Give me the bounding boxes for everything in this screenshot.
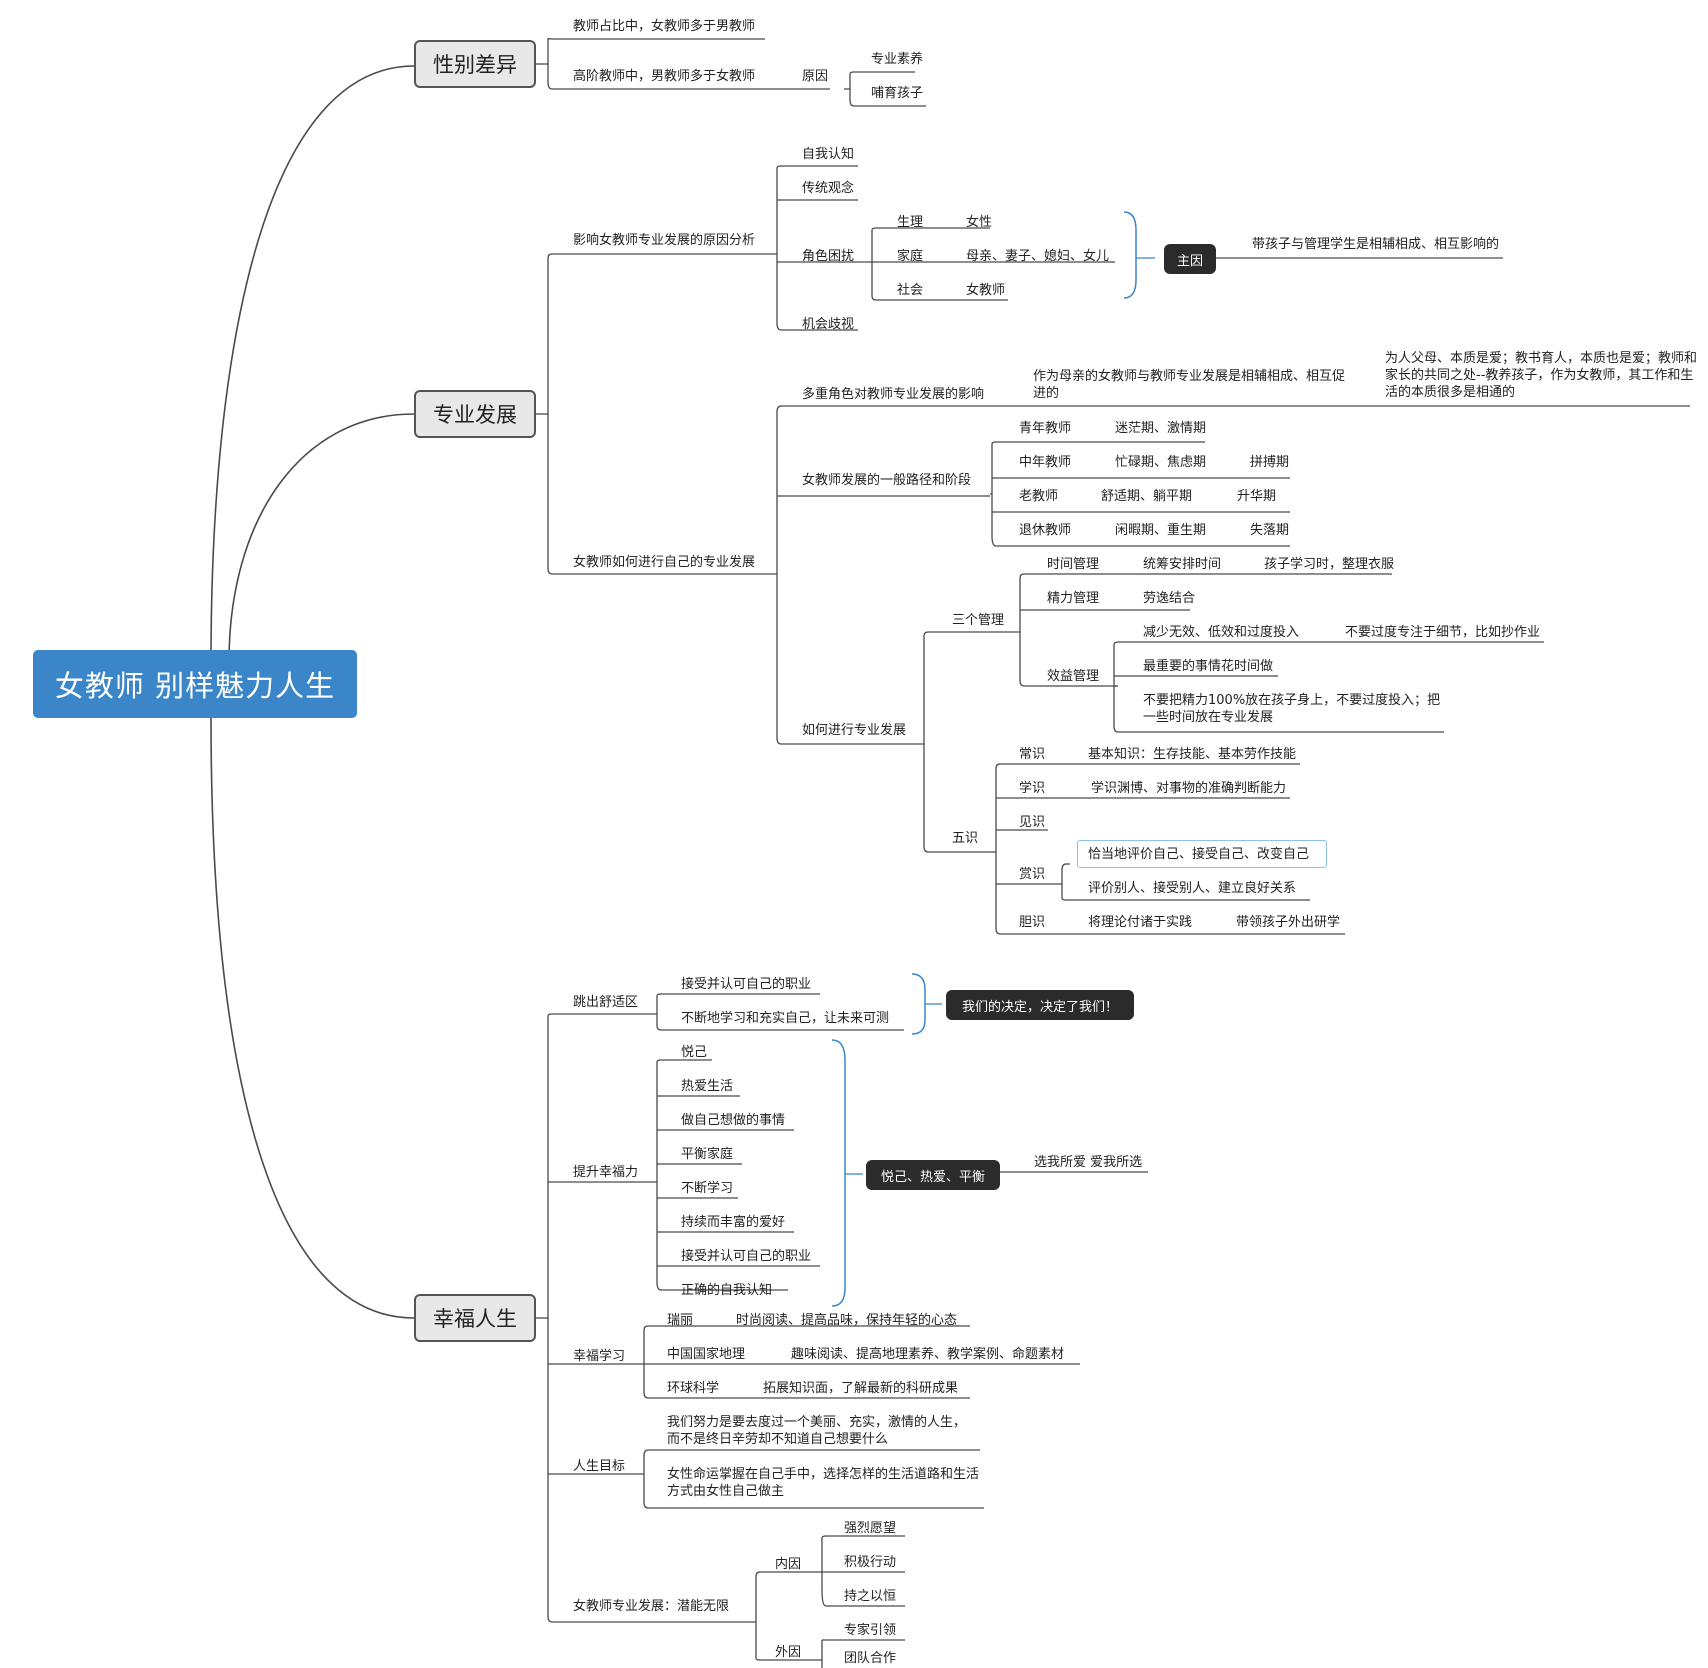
node-main-cause-note[interactable]: 带孩子与管理学生是相辅相成、相互影响的 (1252, 237, 1500, 252)
summary-tag[interactable]: 悦己、热爱、平衡 (866, 1160, 1000, 1190)
topic-gender[interactable]: 性别差异 (414, 40, 536, 88)
node-benefit-b[interactable]: 最重要的事情花时间做 (1143, 659, 1274, 674)
node-potential[interactable]: 女教师专业发展：潜能无限 (573, 1599, 730, 1614)
node-gender-ratio[interactable]: 教师占比中，女教师多于男教师 (573, 19, 756, 34)
node-how[interactable]: 女教师如何进行自己的专业发展 (573, 555, 756, 570)
node-view[interactable]: 见识 (1019, 815, 1046, 830)
node-study[interactable]: 幸福学习 (573, 1349, 626, 1364)
node-reason-2[interactable]: 哺育孩子 (871, 86, 924, 101)
node-raise-4[interactable]: 平衡家庭 (681, 1147, 734, 1162)
node-inner-1[interactable]: 强烈愿望 (844, 1521, 897, 1536)
node-outer[interactable]: 外因 (775, 1645, 802, 1660)
node-role-k1[interactable]: 生理 (897, 215, 924, 230)
node-stage-next-3[interactable]: 升华期 (1237, 489, 1277, 504)
node-summary-note[interactable]: 选我所爱 爱我所选 (1034, 1155, 1143, 1170)
node-tradition[interactable]: 传统观念 (802, 181, 855, 196)
node-study-v3[interactable]: 拓展知识面，了解最新的科研成果 (763, 1381, 959, 1396)
node-learn-note[interactable]: 学识渊博、对事物的准确判断能力 (1091, 781, 1287, 796)
node-learn[interactable]: 学识 (1019, 781, 1046, 796)
node-gender-reason[interactable]: 原因 (802, 69, 829, 84)
node-appre-a[interactable]: 恰当地评价自己、接受自己、改变自己 (1088, 847, 1310, 862)
node-stage-phase-2[interactable]: 忙碌期、焦虑期 (1115, 455, 1207, 470)
node-time-mgmt[interactable]: 时间管理 (1047, 557, 1100, 572)
node-study-v2[interactable]: 趣味阅读、提高地理素养、教学案例、命题素材 (791, 1347, 1065, 1362)
node-path[interactable]: 女教师发展的一般路径和阶段 (802, 473, 972, 488)
node-common-note[interactable]: 基本知识：生存技能、基本劳作技能 (1088, 747, 1297, 762)
node-appre[interactable]: 赏识 (1019, 867, 1046, 882)
node-energy-mgmt[interactable]: 精力管理 (1047, 591, 1100, 606)
node-stage-phase-3[interactable]: 舒适期、躺平期 (1101, 489, 1193, 504)
node-stage-next-4[interactable]: 失落期 (1250, 523, 1290, 538)
node-stage-who-1[interactable]: 青年教师 (1019, 421, 1072, 436)
node-time-plan[interactable]: 统筹安排时间 (1143, 557, 1222, 572)
node-five-knowledge[interactable]: 五识 (952, 831, 979, 846)
node-study-k2[interactable]: 中国国家地理 (667, 1347, 746, 1362)
node-benefit-c[interactable]: 不要把精力100%放在孩子身上，不要过度投入；把一些时间放在专业发展 (1143, 693, 1441, 725)
node-inner-2[interactable]: 积极行动 (844, 1555, 897, 1570)
node-role-v2[interactable]: 母亲、妻子、媳妇、女儿 (966, 249, 1110, 264)
node-study-k3[interactable]: 环球科学 (667, 1381, 720, 1396)
node-stage-who-4[interactable]: 退休教师 (1019, 523, 1072, 538)
node-raise-3[interactable]: 做自己想做的事情 (681, 1113, 786, 1128)
node-goal-b[interactable]: 女性命运掌握在自己手中，选择怎样的生活道路和生活方式由女性自己做主 (667, 1467, 980, 1499)
node-reason-1[interactable]: 专业素养 (871, 52, 924, 67)
node-role-conflict[interactable]: 角色困扰 (802, 249, 855, 264)
node-time-note[interactable]: 孩子学习时，整理衣服 (1264, 557, 1395, 572)
node-raise-7[interactable]: 接受并认可自己的职业 (681, 1249, 812, 1264)
node-stage-phase-4[interactable]: 闲暇期、重生期 (1115, 523, 1207, 538)
node-inner[interactable]: 内因 (775, 1557, 802, 1572)
node-benefit-a[interactable]: 减少无效、低效和过度投入 (1143, 625, 1300, 640)
node-multi-role-note2[interactable]: 为人父母、本质是爱；教书育人，本质也是爱；教师和家长的共同之处--教养孩子，作为… (1385, 351, 1698, 400)
node-common[interactable]: 常识 (1019, 747, 1046, 762)
node-courage-note[interactable]: 将理论付诸于实践 (1088, 915, 1193, 930)
node-role-v1[interactable]: 女性 (966, 215, 993, 230)
node-comfort-2[interactable]: 不断地学习和充实自己，让未来可测 (681, 1011, 890, 1026)
node-comfort-1[interactable]: 接受并认可自己的职业 (681, 977, 812, 992)
root-topic[interactable]: 女教师 别样魅力人生 (33, 650, 357, 718)
node-life-goal[interactable]: 人生目标 (573, 1459, 626, 1474)
node-opportunity[interactable]: 机会歧视 (802, 317, 855, 332)
decision-tag[interactable]: 我们的决定，决定了我们！ (946, 990, 1134, 1020)
node-role-k3[interactable]: 社会 (897, 283, 924, 298)
node-stage-who-2[interactable]: 中年教师 (1019, 455, 1072, 470)
node-benefit-a-note[interactable]: 不要过度专注于细节，比如抄作业 (1345, 625, 1541, 640)
topic-happiness[interactable]: 幸福人生 (414, 1294, 536, 1342)
node-stage-next-2[interactable]: 拼搏期 (1250, 455, 1290, 470)
node-comfort-zone[interactable]: 跳出舒适区 (573, 995, 639, 1010)
node-energy-note[interactable]: 劳逸结合 (1143, 591, 1196, 606)
node-raise-8[interactable]: 正确的自我认知 (681, 1283, 773, 1298)
node-goal-a[interactable]: 我们努力是要去度过一个美丽、充实，激情的人生，而不是终日辛劳却不知道自己想要什么 (667, 1415, 967, 1447)
node-gender-senior[interactable]: 高阶教师中，男教师多于女教师 (573, 69, 756, 84)
node-causes[interactable]: 影响女教师专业发展的原因分析 (573, 233, 756, 248)
node-outer-1[interactable]: 专家引领 (844, 1623, 897, 1638)
node-stage-who-3[interactable]: 老教师 (1019, 489, 1059, 504)
node-raise-6[interactable]: 持续而丰富的爱好 (681, 1215, 786, 1230)
node-appre-b[interactable]: 评价别人、接受别人、建立良好关系 (1088, 881, 1297, 896)
node-raise-5[interactable]: 不断学习 (681, 1181, 734, 1196)
topic-professional[interactable]: 专业发展 (414, 390, 536, 438)
node-courage[interactable]: 胆识 (1019, 915, 1046, 930)
node-multi-role-note[interactable]: 作为母亲的女教师与教师专业发展是相辅相成、相互促进的 (1033, 369, 1346, 401)
node-doing[interactable]: 如何进行专业发展 (802, 723, 907, 738)
node-stage-phase-1[interactable]: 迷茫期、激情期 (1115, 421, 1207, 436)
node-raise-1[interactable]: 悦己 (681, 1045, 708, 1060)
node-study-k1[interactable]: 瑞丽 (667, 1313, 694, 1328)
node-benefit-mgmt[interactable]: 效益管理 (1047, 669, 1100, 684)
node-outer-2[interactable]: 团队合作 (844, 1651, 897, 1666)
main-cause-tag[interactable]: 主因 (1164, 244, 1216, 274)
node-multi-role[interactable]: 多重角色对教师专业发展的影响 (802, 387, 985, 402)
node-self-cognition[interactable]: 自我认知 (802, 147, 855, 162)
node-raise-2[interactable]: 热爱生活 (681, 1079, 734, 1094)
selected-node-outline (1077, 840, 1327, 868)
node-courage-note2[interactable]: 带领孩子外出研学 (1236, 915, 1341, 930)
node-three-mgmt[interactable]: 三个管理 (952, 613, 1005, 628)
node-role-v3[interactable]: 女教师 (966, 283, 1006, 298)
node-inner-3[interactable]: 持之以恒 (844, 1589, 897, 1604)
node-raise-happiness[interactable]: 提升幸福力 (573, 1165, 639, 1180)
node-role-k2[interactable]: 家庭 (897, 249, 924, 264)
node-study-v1[interactable]: 时尚阅读、提高品味，保持年轻的心态 (736, 1313, 958, 1328)
